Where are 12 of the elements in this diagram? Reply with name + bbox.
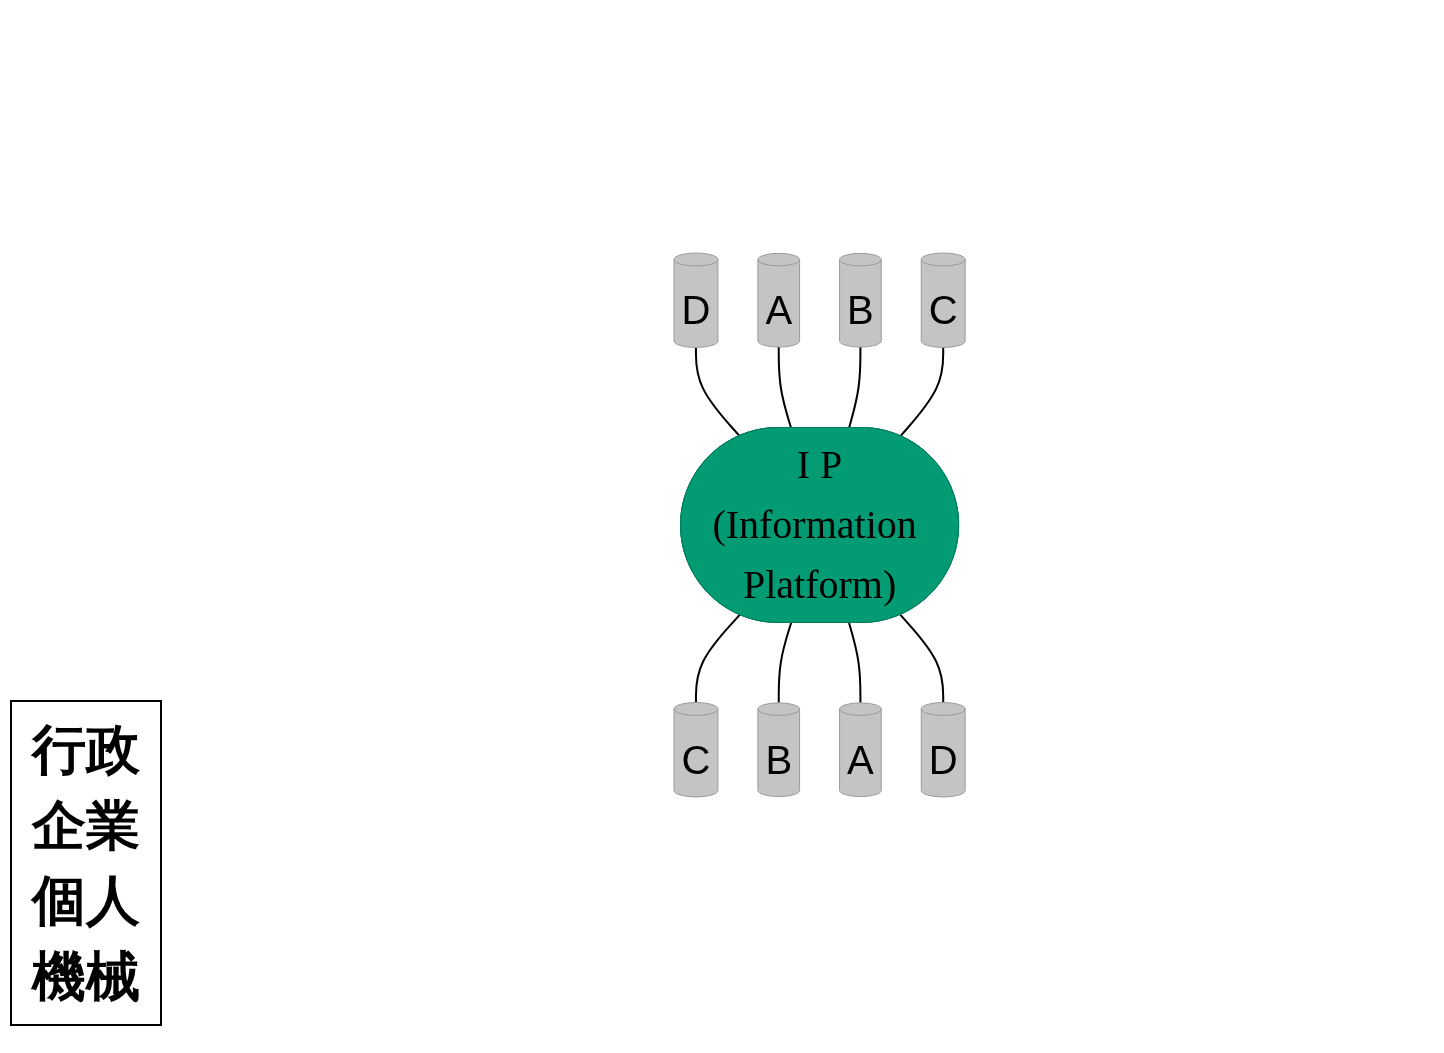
connector <box>848 346 862 429</box>
connector <box>778 346 793 429</box>
connector <box>848 622 862 704</box>
category-label: 企業 <box>32 792 140 859</box>
connector <box>899 613 945 704</box>
category-label: 機械 <box>32 943 140 1010</box>
connector <box>778 622 793 704</box>
connector <box>695 613 742 704</box>
connector <box>695 346 742 438</box>
connector <box>899 346 945 438</box>
category-label: 個人 <box>32 868 140 935</box>
category-label: 行政 <box>32 717 140 783</box>
